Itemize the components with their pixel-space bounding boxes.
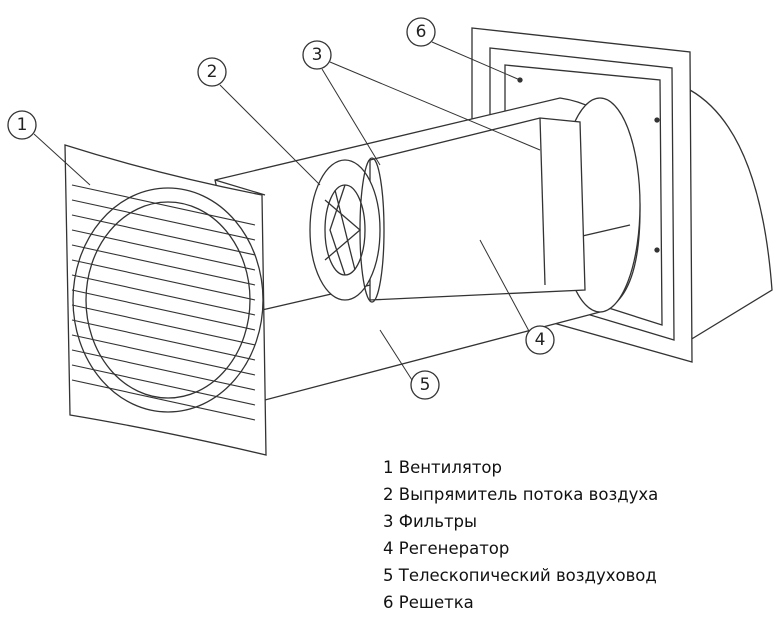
callout-4: 4 (525, 325, 555, 355)
svg-text:6: 6 (416, 22, 427, 42)
callout-3: 3 (302, 40, 332, 70)
callout-6: 6 (406, 17, 436, 47)
outer-hood (689, 88, 773, 342)
flow-straightener (309, 157, 385, 303)
leader-lines (33, 41, 541, 381)
legend-number: 6 (383, 593, 394, 612)
legend: 1 Вентилятор 2 Выпрямитель потока воздух… (383, 454, 658, 616)
svg-text:4: 4 (535, 330, 546, 350)
svg-text:2: 2 (207, 62, 218, 82)
legend-item: 5 Телескопический воздуховод (383, 562, 658, 589)
legend-item: 2 Выпрямитель потока воздуха (383, 481, 658, 508)
svg-text:5: 5 (420, 375, 431, 395)
legend-label: Регенератор (398, 539, 510, 558)
legend-label: Вентилятор (398, 458, 502, 477)
svg-text:3: 3 (312, 45, 323, 65)
legend-label: Решетка (398, 593, 474, 612)
fan-grille (64, 144, 267, 456)
legend-item: 3 Фильтры (383, 508, 658, 535)
legend-item: 6 Решетка (383, 589, 658, 616)
legend-label: Фильтры (398, 512, 478, 531)
callout-5: 5 (410, 370, 440, 400)
callout-2: 2 (197, 57, 227, 87)
legend-label: Телескопический воздуховод (398, 566, 657, 585)
legend-item: 4 Регенератор (383, 535, 658, 562)
legend-number: 1 (383, 458, 394, 477)
legend-label: Выпрямитель потока воздуха (398, 485, 659, 504)
svg-text:1: 1 (17, 115, 28, 135)
legend-number: 3 (383, 512, 394, 531)
callout-1: 1 (7, 110, 37, 140)
legend-number: 2 (383, 485, 394, 504)
legend-number: 4 (383, 539, 394, 558)
legend-number: 5 (383, 566, 394, 585)
legend-item: 1 Вентилятор (383, 454, 658, 481)
